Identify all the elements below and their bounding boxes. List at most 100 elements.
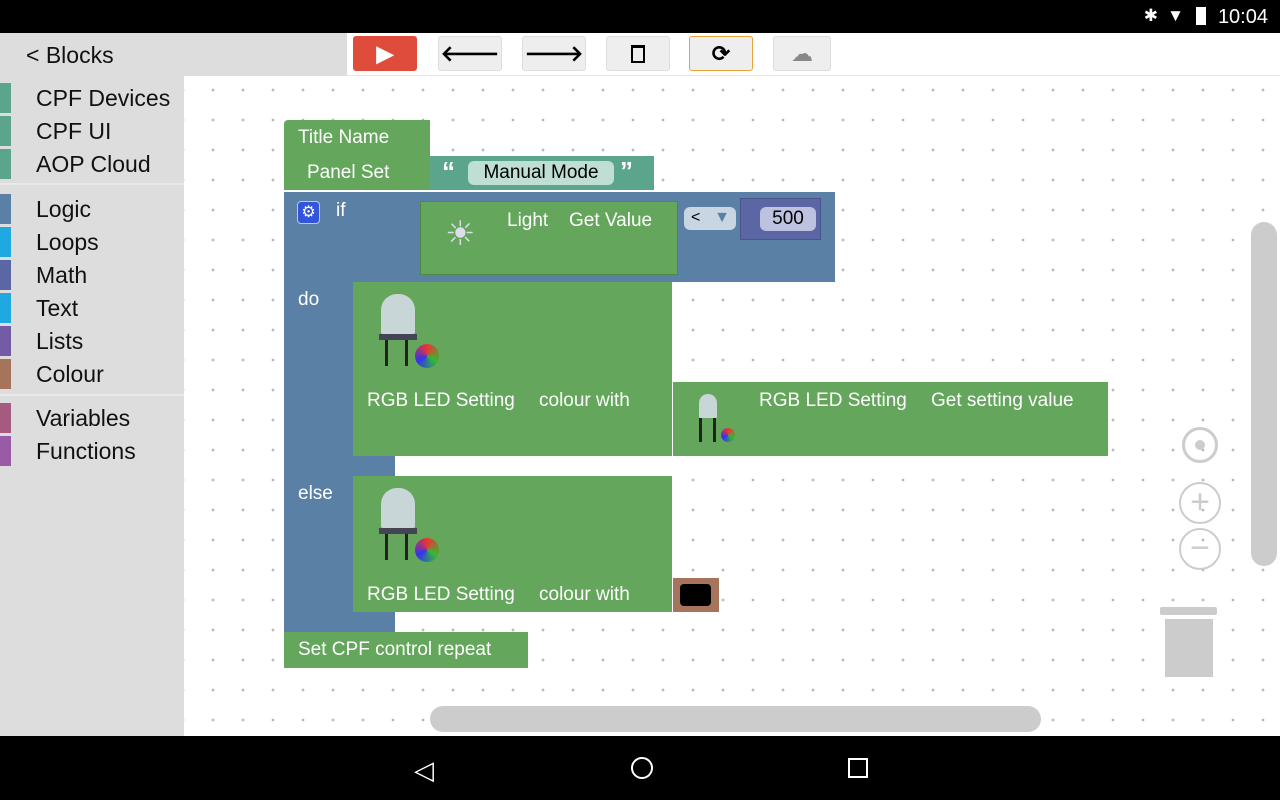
wifi-icon: ▼ [1167, 6, 1184, 25]
category-label: CPF UI [36, 118, 112, 144]
toolbox-category-variables[interactable]: Variables [0, 403, 184, 433]
toolbox-category-cpf-devices[interactable]: CPF Devices [0, 83, 184, 113]
else-label: else [298, 483, 333, 504]
toolbox-category-text[interactable]: Text [0, 293, 184, 323]
status-bar: ✱ ▼ 10:04 [0, 0, 1280, 33]
block-label: Panel Set [307, 162, 390, 183]
rgb-led-icon [381, 488, 415, 528]
block-label: RGB LED Setting [367, 390, 515, 411]
horizontal-scrollbar[interactable] [430, 706, 1041, 732]
toolbox-category-math[interactable]: Math [0, 260, 184, 290]
rgb-led-get-value-block[interactable]: RGB LED Setting Get setting value [673, 382, 1108, 456]
android-nav-bar: ◁ [0, 736, 1280, 800]
category-color-swatch [0, 116, 11, 146]
toolbox-category-logic[interactable]: Logic [0, 194, 184, 224]
category-color-swatch [0, 403, 11, 433]
category-label: Lists [36, 328, 84, 354]
zoom-in-button[interactable]: + [1179, 482, 1221, 524]
colour-block[interactable] [673, 578, 719, 612]
toolbox-category-lists[interactable]: Lists [0, 326, 184, 356]
recents-icon[interactable] [848, 758, 868, 778]
block-label: RGB LED Setting [759, 390, 907, 411]
toolbox-category-colour[interactable]: Colour [0, 359, 184, 389]
toolbar: ▶ 🡐 🡒 ⟳ ☁ [347, 33, 1280, 76]
light-sensor-icon: ☀ [445, 215, 476, 253]
block-label: RGB LED Setting [367, 584, 515, 605]
category-color-swatch [0, 260, 11, 290]
battery-icon [1196, 7, 1206, 25]
gear-icon[interactable]: ⚙ [297, 201, 320, 224]
rgb-led-icon [699, 394, 717, 418]
rgb-led-setting-block[interactable]: RGB LED Setting colour with [353, 476, 672, 612]
category-label: Functions [36, 438, 136, 464]
colour-swatch[interactable] [680, 584, 711, 606]
toolbox-category-cpf-ui[interactable]: CPF UI [0, 116, 184, 146]
category-label: Variables [36, 405, 131, 431]
category-label: Colour [36, 361, 104, 387]
operator-dropdown[interactable]: <▼ [684, 207, 736, 230]
category-color-swatch [0, 359, 11, 389]
workspace-trash[interactable] [1160, 605, 1217, 677]
panel-set-block[interactable]: Title Name Panel Set [284, 120, 430, 190]
back-icon[interactable]: ◁ [414, 755, 434, 785]
delete-button[interactable] [606, 36, 670, 71]
text-field[interactable]: Manual Mode [468, 161, 614, 185]
home-icon[interactable] [631, 757, 653, 779]
number-field[interactable]: 500 [760, 207, 816, 231]
rgb-led-icon [381, 294, 415, 334]
cloud-upload-button[interactable]: ☁ [773, 36, 831, 71]
block-label: colour with [539, 584, 630, 605]
category-color-swatch [0, 436, 11, 466]
run-button[interactable]: ▶ [353, 36, 417, 71]
category-label: Text [36, 295, 79, 321]
toolbox-category-aop-cloud[interactable]: AOP Cloud [0, 149, 184, 179]
category-color-swatch [0, 227, 11, 257]
block-label: Get Value [569, 210, 653, 231]
redo-button[interactable]: 🡒 [522, 36, 586, 71]
zoom-out-button[interactable]: − [1179, 528, 1221, 570]
category-color-swatch [0, 293, 11, 323]
blocks-back-button[interactable]: < Blocks [0, 33, 347, 76]
play-icon: ▶ [376, 40, 394, 66]
dropdown-arrow-icon: ▼ [714, 209, 730, 226]
minus-icon: − [1190, 529, 1210, 567]
number-block[interactable]: 500 [740, 198, 821, 240]
trash-lid-icon [1160, 607, 1217, 615]
clock: 10:04 [1217, 6, 1268, 28]
recenter-button[interactable] [1182, 427, 1218, 463]
category-label: Math [36, 262, 88, 288]
refresh-icon: ⟳ [711, 40, 731, 66]
plus-icon: + [1190, 483, 1210, 521]
open-quote: “ [442, 156, 455, 186]
category-label: Logic [36, 196, 91, 222]
category-color-swatch [0, 194, 11, 224]
text-block[interactable]: “ Manual Mode ” [430, 156, 654, 190]
redo-arrow-icon: 🡒 [524, 40, 584, 66]
toolbox-category-loops[interactable]: Loops [0, 227, 184, 257]
undo-button[interactable]: 🡐 [438, 36, 502, 71]
category-color-swatch [0, 83, 11, 113]
category-label: CPF Devices [36, 85, 171, 111]
refresh-button[interactable]: ⟳ [689, 36, 753, 71]
toolbox [0, 76, 184, 736]
category-label: AOP Cloud [36, 151, 151, 177]
light-get-value-block[interactable]: ☀ Light Get Value [420, 201, 678, 275]
toolbox-category-functions[interactable]: Functions [0, 436, 184, 466]
block-label: Set CPF control repeat [298, 639, 492, 660]
bluetooth-icon: ✱ [1143, 6, 1158, 25]
target-icon [1195, 440, 1205, 450]
if-label: if [336, 200, 346, 221]
vertical-scrollbar[interactable] [1251, 222, 1277, 566]
category-color-swatch [0, 149, 11, 179]
category-color-swatch [0, 326, 11, 356]
set-control-repeat-block[interactable]: Set CPF control repeat [284, 632, 528, 668]
undo-arrow-icon: 🡐 [440, 40, 500, 66]
trash-icon [631, 44, 645, 63]
cloud-upload-icon: ☁ [791, 40, 813, 66]
divider [0, 183, 184, 185]
rgb-led-setting-block[interactable]: RGB LED Setting colour with [353, 282, 672, 456]
block-label: Light [507, 210, 549, 231]
block-label: Get setting value [931, 390, 1074, 411]
block-label: colour with [539, 390, 630, 411]
do-label: do [298, 289, 320, 310]
